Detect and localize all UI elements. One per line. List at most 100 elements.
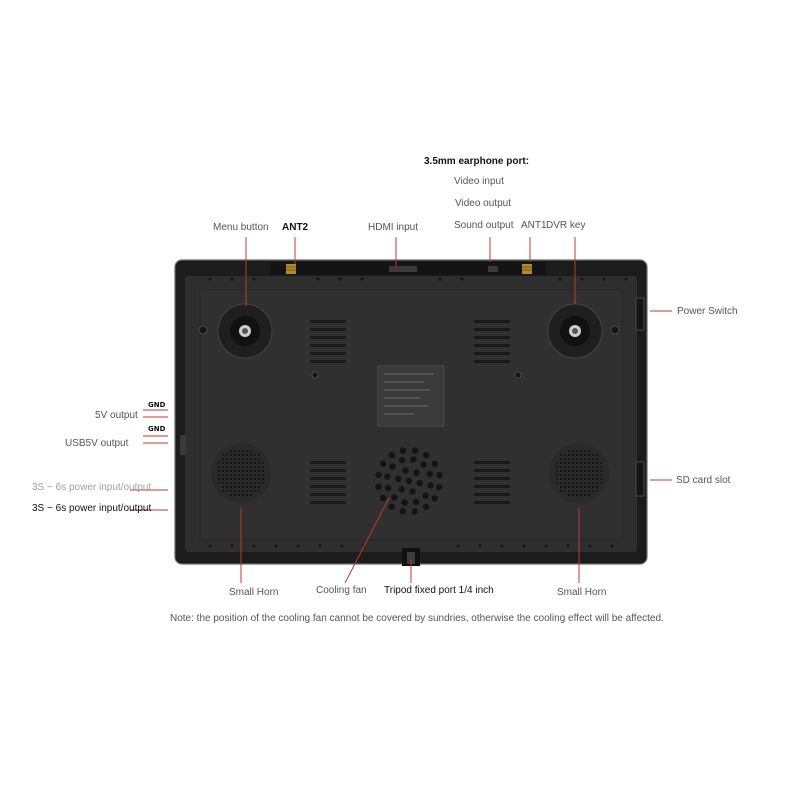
- grille-hole: [246, 494, 248, 496]
- grille-hole: [568, 462, 570, 464]
- grille-hole: [258, 478, 260, 480]
- grille-hole: [584, 490, 586, 492]
- sd-card-slot-shape: [635, 461, 645, 497]
- label-usb5v-output: USB5V output: [65, 438, 129, 449]
- fan-hole: [388, 451, 396, 459]
- fan-hole: [391, 494, 398, 501]
- grille-hole: [572, 482, 574, 484]
- grille-hole: [258, 462, 260, 464]
- fan-hole: [411, 508, 419, 515]
- fan-hole: [379, 494, 387, 502]
- grille-hole: [254, 458, 256, 460]
- grille-hole: [588, 450, 590, 452]
- grille-hole: [584, 478, 586, 480]
- grille-hole: [596, 462, 598, 464]
- grille-hole: [258, 474, 260, 476]
- grille-hole: [242, 450, 244, 452]
- grille-hole: [226, 474, 228, 476]
- grille-hole: [596, 474, 598, 476]
- grille-hole: [568, 466, 570, 468]
- grille-hole: [218, 466, 220, 468]
- grille-hole: [246, 482, 248, 484]
- grille-hole: [234, 454, 236, 456]
- grille-hole: [576, 462, 578, 464]
- info-sticker: [377, 365, 445, 427]
- grille-hole: [600, 474, 602, 476]
- grille-hole: [250, 470, 252, 472]
- grille-hole: [238, 494, 240, 496]
- grille-hole: [580, 466, 582, 468]
- fan-hole: [436, 483, 443, 491]
- grille-hole: [258, 470, 260, 472]
- grille-hole: [600, 478, 602, 480]
- hdmi-port: [389, 266, 417, 272]
- fan-hole: [398, 486, 405, 493]
- grille-hole: [596, 470, 598, 472]
- grille-hole: [580, 490, 582, 492]
- grille-hole: [596, 466, 598, 468]
- grille-hole: [576, 474, 578, 476]
- cooling-note: Note: the position of the cooling fan ca…: [170, 613, 664, 624]
- grille-hole: [568, 450, 570, 452]
- fan-hole: [399, 447, 407, 454]
- fan-hole: [384, 484, 392, 492]
- grille-hole: [226, 454, 228, 456]
- grille-hole: [592, 470, 594, 472]
- grille-hole: [580, 478, 582, 480]
- grille-hole: [218, 474, 220, 476]
- grille-hole: [576, 458, 578, 460]
- grille-hole: [556, 478, 558, 480]
- grille-hole: [254, 486, 256, 488]
- grille-hole: [234, 466, 236, 468]
- grille-hole: [226, 470, 228, 472]
- grille-hole: [238, 470, 240, 472]
- grille-hole: [262, 474, 264, 476]
- grille-hole: [592, 462, 594, 464]
- grille-hole: [572, 474, 574, 476]
- grille-hole: [230, 474, 232, 476]
- grille-hole: [254, 466, 256, 468]
- grille-hole: [250, 454, 252, 456]
- grille-hole: [222, 486, 224, 488]
- grille-hole: [238, 490, 240, 492]
- grille-hole: [564, 470, 566, 472]
- grille-hole: [556, 462, 558, 464]
- grille-hole: [258, 466, 260, 468]
- label-sound-output: Sound output: [454, 220, 514, 231]
- fan-hole: [395, 475, 402, 483]
- label-dvr-key: DVR key: [546, 220, 586, 231]
- fan-hole: [401, 499, 408, 506]
- grille-hole: [572, 486, 574, 488]
- label-hdmi-input: HDMI input: [368, 222, 419, 233]
- label-power-io: 3S ~ 6s power input/output: [32, 503, 152, 514]
- grille-hole: [588, 458, 590, 460]
- grille-hole: [242, 474, 244, 476]
- grille-hole: [564, 474, 566, 476]
- grille-hole: [588, 490, 590, 492]
- grille-hole: [572, 490, 574, 492]
- grille-hole: [262, 470, 264, 472]
- grille-hole: [568, 482, 570, 484]
- grille-hole: [226, 490, 228, 492]
- grille-hole: [250, 450, 252, 452]
- fan-hole: [398, 456, 406, 464]
- fan-hole: [411, 447, 419, 454]
- grille-hole: [588, 478, 590, 480]
- grille-hole: [568, 494, 570, 496]
- grille-hole: [250, 466, 252, 468]
- grille-hole: [246, 474, 248, 476]
- cooling-fan-holes: [375, 447, 443, 515]
- tripod-mount: [402, 548, 420, 566]
- grille-hole: [580, 474, 582, 476]
- grille-hole: [234, 478, 236, 480]
- label-gnd-1: GND: [148, 401, 166, 409]
- grille-hole: [592, 458, 594, 460]
- fan-hole: [413, 469, 420, 476]
- grille-hole: [222, 462, 224, 464]
- fan-hole: [380, 460, 387, 467]
- fan-hole: [412, 498, 420, 506]
- grille-hole: [250, 478, 252, 480]
- grille-hole: [234, 490, 236, 492]
- grille-hole: [580, 458, 582, 460]
- grille-hole: [246, 470, 248, 472]
